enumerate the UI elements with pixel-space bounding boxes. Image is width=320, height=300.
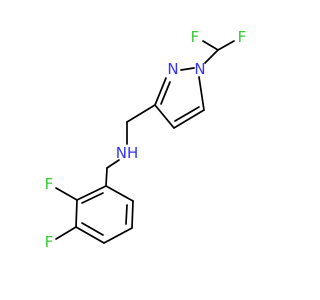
bond-c3-n2-inner	[160, 81, 171, 105]
bond-n1-c5	[198, 76, 205, 111]
bond-b6-b1	[105, 185, 134, 202]
bond-c3-ch2	[126, 104, 156, 123]
bond-chf2-f-left	[202, 40, 219, 51]
atom-label-f-top-right: F	[238, 28, 247, 46]
bond-b3-b4	[75, 226, 105, 244]
molecule-structure: F F N N NH F F	[45, 28, 247, 251]
bond-c4-c3	[154, 104, 175, 129]
atom-label-n-pyrazole-2: N	[167, 60, 178, 78]
bond-c5-c4-inner	[174, 106, 200, 122]
bond-b5-b6	[131, 200, 134, 229]
bond-c5-c4	[173, 109, 205, 129]
bond-ch2-benzene	[105, 167, 108, 187]
bond-b3-f-lower	[55, 226, 77, 240]
bond-b1-b2	[76, 185, 107, 201]
atom-label-n-pyrazole-1: N	[194, 60, 205, 78]
atom-label-f-ring-upper: F	[45, 175, 54, 193]
bond-b2-b3	[75, 199, 78, 228]
bond-b3-b4-inner	[81, 222, 104, 236]
bond-chf2-f-right	[217, 40, 235, 51]
bond-b4-b5	[103, 227, 133, 244]
atom-label-f-ring-lower: F	[45, 233, 54, 251]
bond-c3-n2	[154, 77, 167, 106]
bond-n1-n2	[180, 67, 195, 71]
bond-b5-b6-inner	[125, 204, 128, 225]
bond-b2-f-upper	[55, 187, 78, 201]
bond-nh-ch2	[106, 159, 120, 169]
atom-label-nh: NH	[116, 144, 139, 162]
bond-b1-b2-inner	[81, 192, 104, 204]
atom-label-f-top-left: F	[191, 28, 200, 46]
bond-chf2-n1	[204, 49, 219, 64]
